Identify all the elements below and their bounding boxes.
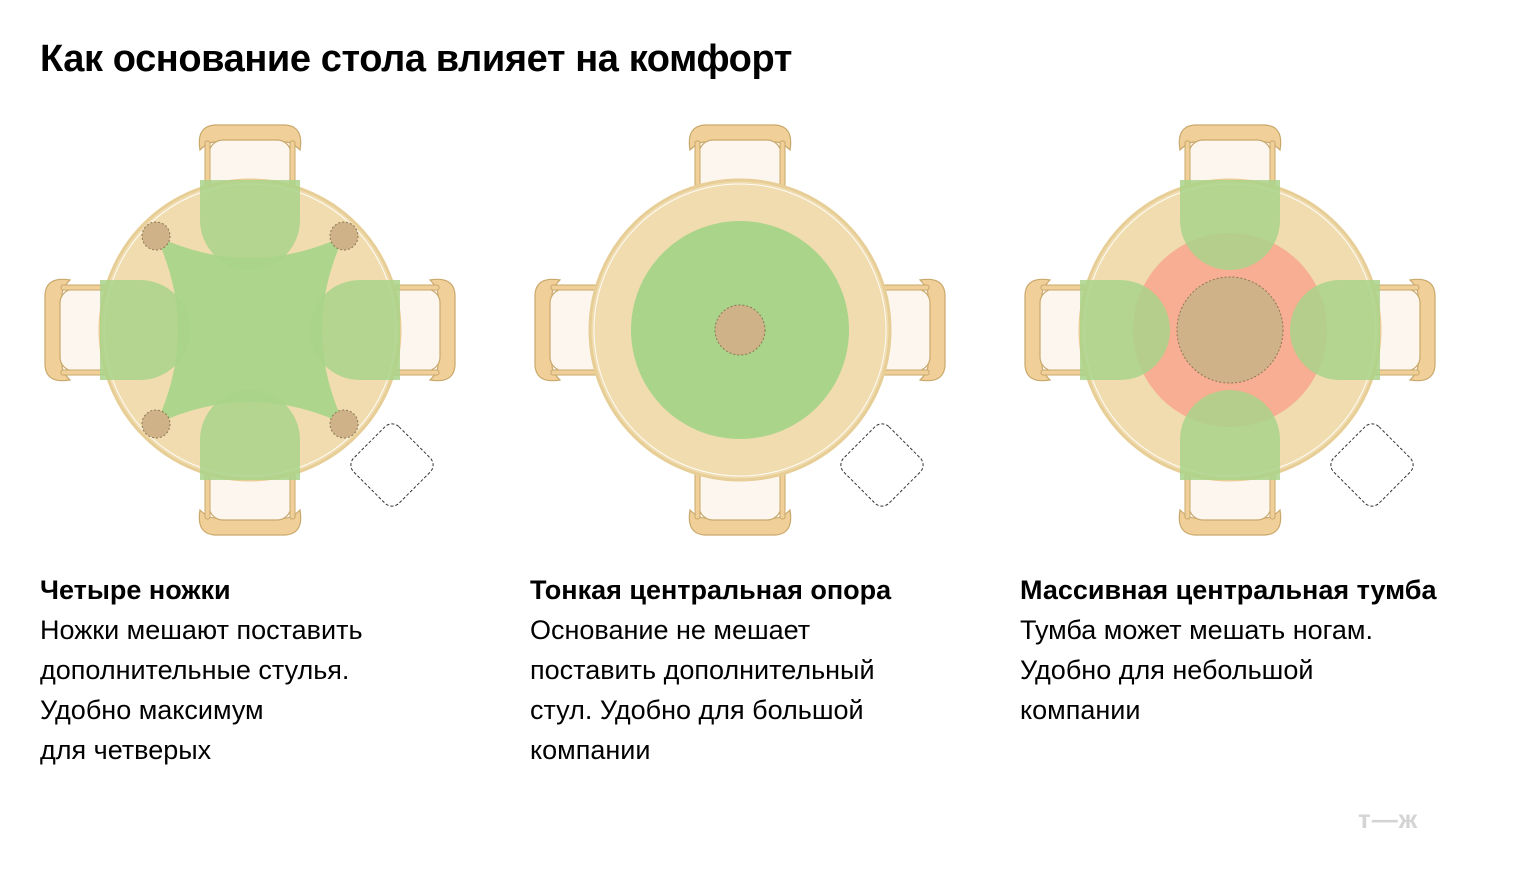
caption-thin-pedestal: Тонкая центральная опора Основание не ме…: [530, 572, 990, 770]
massive-pedestal: [1176, 276, 1284, 384]
chair-backrest: [1024, 278, 1052, 382]
chair-backrest: [1408, 278, 1436, 382]
knee-zone: [1180, 390, 1280, 480]
chair-backrest: [428, 278, 456, 382]
caption-text: Тумба может мешать ногам. Удобно для неб…: [1020, 615, 1373, 725]
massive-pedestal-table-diagram: [1024, 124, 1436, 536]
table-leg: [329, 409, 359, 439]
chair-backrest: [534, 278, 562, 382]
chair-backrest: [688, 124, 792, 152]
comfort-zone-group: [1180, 180, 1280, 270]
comfort-zone-group: [1290, 280, 1380, 380]
thin-pedestal-table-diagram: [534, 124, 946, 536]
caption-heading: Четыре ножки: [40, 575, 231, 605]
knee-zone: [100, 280, 190, 380]
four-legs-table-diagram: [44, 124, 456, 536]
comfort-zone-group: [200, 390, 300, 480]
chair-backrest: [198, 124, 302, 152]
caption-heading: Тонкая центральная опора: [530, 575, 892, 605]
chair-backrest: [44, 278, 72, 382]
caption-heading: Массивная центральная тумба: [1020, 575, 1437, 605]
comfort-zone-group: [1080, 280, 1170, 380]
knee-zone: [200, 180, 300, 270]
knee-zone: [1180, 180, 1280, 270]
knee-zone: [200, 390, 300, 480]
tabletop-edge-line: [593, 183, 887, 477]
caption-massive-pedestal: Массивная центральная тумба Тумба может …: [1020, 572, 1480, 730]
comfort-zone-group: [310, 280, 400, 380]
knee-zone: [1080, 280, 1170, 380]
table-leg: [141, 409, 171, 439]
caption-four-legs: Четыре ножки Ножки мешают поставить допо…: [40, 572, 500, 770]
extra-chair-outline: [1330, 423, 1414, 507]
caption-text: Ножки мешают поставить дополнительные ст…: [40, 615, 363, 765]
caption-text: Основание не мешает поставить дополнител…: [530, 615, 875, 765]
chair-backrest: [688, 508, 792, 536]
extra-chair-outline: [840, 423, 924, 507]
table-leg: [329, 221, 359, 251]
extra-chair-outline: [350, 423, 434, 507]
page-title: Как основание стола влияет на комфорт: [40, 38, 793, 80]
chair-backrest: [1178, 124, 1282, 152]
chair-backrest: [918, 278, 946, 382]
chair-backrest: [1178, 508, 1282, 536]
thin-pedestal: [714, 304, 766, 356]
tzh-logo: т—ж: [1358, 804, 1419, 834]
comfort-zone-group: [200, 180, 300, 270]
knee-zone: [1290, 280, 1380, 380]
free-legroom-area: [156, 236, 344, 424]
chair-backrest: [198, 508, 302, 536]
knee-zone: [310, 280, 400, 380]
comfort-zone-group: [1180, 390, 1280, 480]
table-leg: [141, 221, 171, 251]
comfort-zone-group: [100, 280, 190, 380]
